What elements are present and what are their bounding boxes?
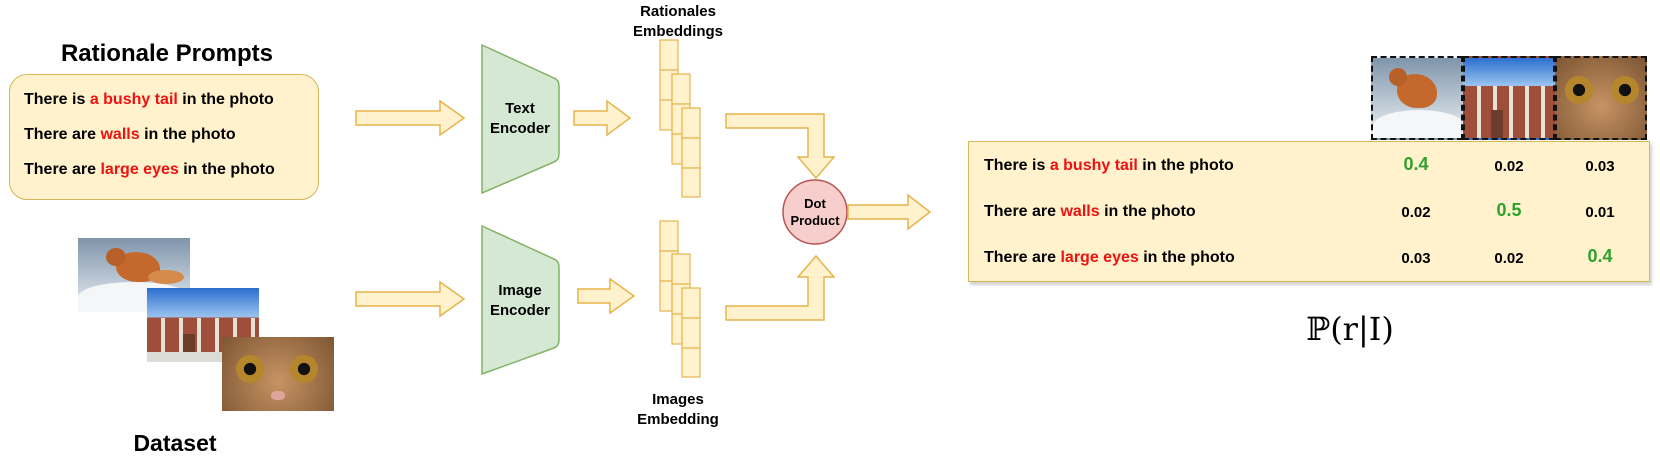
row-highlight: walls	[1060, 203, 1100, 220]
row-text: in the photo	[1138, 249, 1235, 266]
cat-eyes-photo-icon	[1555, 56, 1647, 140]
prompt-text: There is	[24, 91, 90, 108]
images-embeddings-stack	[659, 220, 701, 378]
prompt-text: There are	[24, 126, 101, 143]
row-text: in the photo	[1137, 157, 1234, 174]
text-encoder-line: Text	[505, 100, 535, 117]
image-encoder-shape	[481, 224, 560, 376]
arrow-prompts-to-text-encoder	[355, 99, 466, 137]
rationales-embeddings-label: Rationales Embeddings	[608, 2, 748, 42]
prompt-highlight: large eyes	[100, 161, 179, 178]
dot-product-line: Dot	[804, 196, 826, 211]
arrow-rationales-to-dot-product	[725, 113, 836, 180]
row-text: in the photo	[1099, 203, 1196, 220]
prompt-text: There are	[24, 161, 101, 178]
probability-table: There is a bushy tail in the photo 0.4 0…	[968, 141, 1650, 282]
row-text: There are	[984, 249, 1061, 266]
row-highlight: a bushy tail	[1049, 157, 1138, 174]
table-cell: 0.03	[1585, 158, 1615, 175]
table-row: There are walls in the photo	[984, 203, 1196, 221]
arrow-image-encoder-to-embeddings	[577, 277, 636, 315]
prompt-text: in the photo	[177, 91, 274, 108]
embeddings-label-line: Embedding	[637, 411, 719, 428]
dot-product-node	[782, 179, 848, 245]
image-encoder-line: Encoder	[489, 302, 550, 319]
image-encoder-line: Image	[498, 282, 542, 299]
text-encoder-line: Encoder	[489, 120, 550, 137]
prompt-text: in the photo	[178, 161, 275, 178]
prompt-item: There are large eyes in the photo	[24, 161, 275, 179]
embeddings-label-line: Rationales	[640, 3, 716, 20]
table-cell: 0.01	[1585, 204, 1615, 221]
image-encoder-label: Image Encoder	[480, 281, 560, 321]
dot-product-line: Product	[790, 213, 840, 228]
arrow-text-encoder-to-embeddings	[573, 99, 632, 137]
table-cell: 0.02	[1494, 250, 1524, 267]
embeddings-label-line: Images	[652, 391, 704, 408]
prompt-highlight: a bushy tail	[89, 91, 178, 108]
arrow-images-to-dot-product	[725, 254, 836, 321]
row-highlight: large eyes	[1060, 249, 1139, 266]
dataset-label: Dataset	[133, 430, 217, 456]
table-cell: 0.02	[1494, 158, 1524, 175]
embeddings-label-line: Embeddings	[632, 23, 723, 40]
row-text: There is	[984, 157, 1050, 174]
brick-building-photo-icon	[1463, 56, 1555, 140]
table-cell: 0.5	[1496, 200, 1522, 220]
table-cell: 0.02	[1401, 204, 1431, 221]
row-text: There are	[984, 203, 1061, 220]
prompt-item: There is a bushy tail in the photo	[24, 91, 274, 109]
probability-label: ℙ(r|I)	[1306, 310, 1394, 348]
images-embedding-label: Images Embedding	[608, 390, 748, 430]
table-row: There are large eyes in the photo	[984, 249, 1235, 267]
prompt-item: There are walls in the photo	[24, 126, 236, 144]
cat-eyes-photo-icon	[222, 337, 334, 411]
prompt-highlight: walls	[100, 126, 140, 143]
rationale-prompts-box: There is a bushy tail in the photo There…	[9, 74, 319, 200]
arrow-dot-product-to-table	[847, 193, 932, 231]
table-cell: 0.03	[1401, 250, 1431, 267]
fox-photo-icon	[1371, 56, 1463, 140]
rationales-embeddings-stack	[659, 39, 701, 198]
table-cell: 0.4	[1587, 246, 1613, 266]
table-cell: 0.4	[1403, 154, 1429, 174]
prompt-text: in the photo	[139, 126, 236, 143]
text-encoder-shape	[481, 43, 560, 195]
arrow-dataset-to-image-encoder	[355, 280, 466, 318]
rationale-prompts-title: Rationale Prompts	[60, 40, 274, 67]
text-encoder-label: Text Encoder	[480, 99, 560, 139]
dot-product-label: Dot Product	[780, 195, 850, 229]
table-row: There is a bushy tail in the photo	[984, 157, 1234, 175]
